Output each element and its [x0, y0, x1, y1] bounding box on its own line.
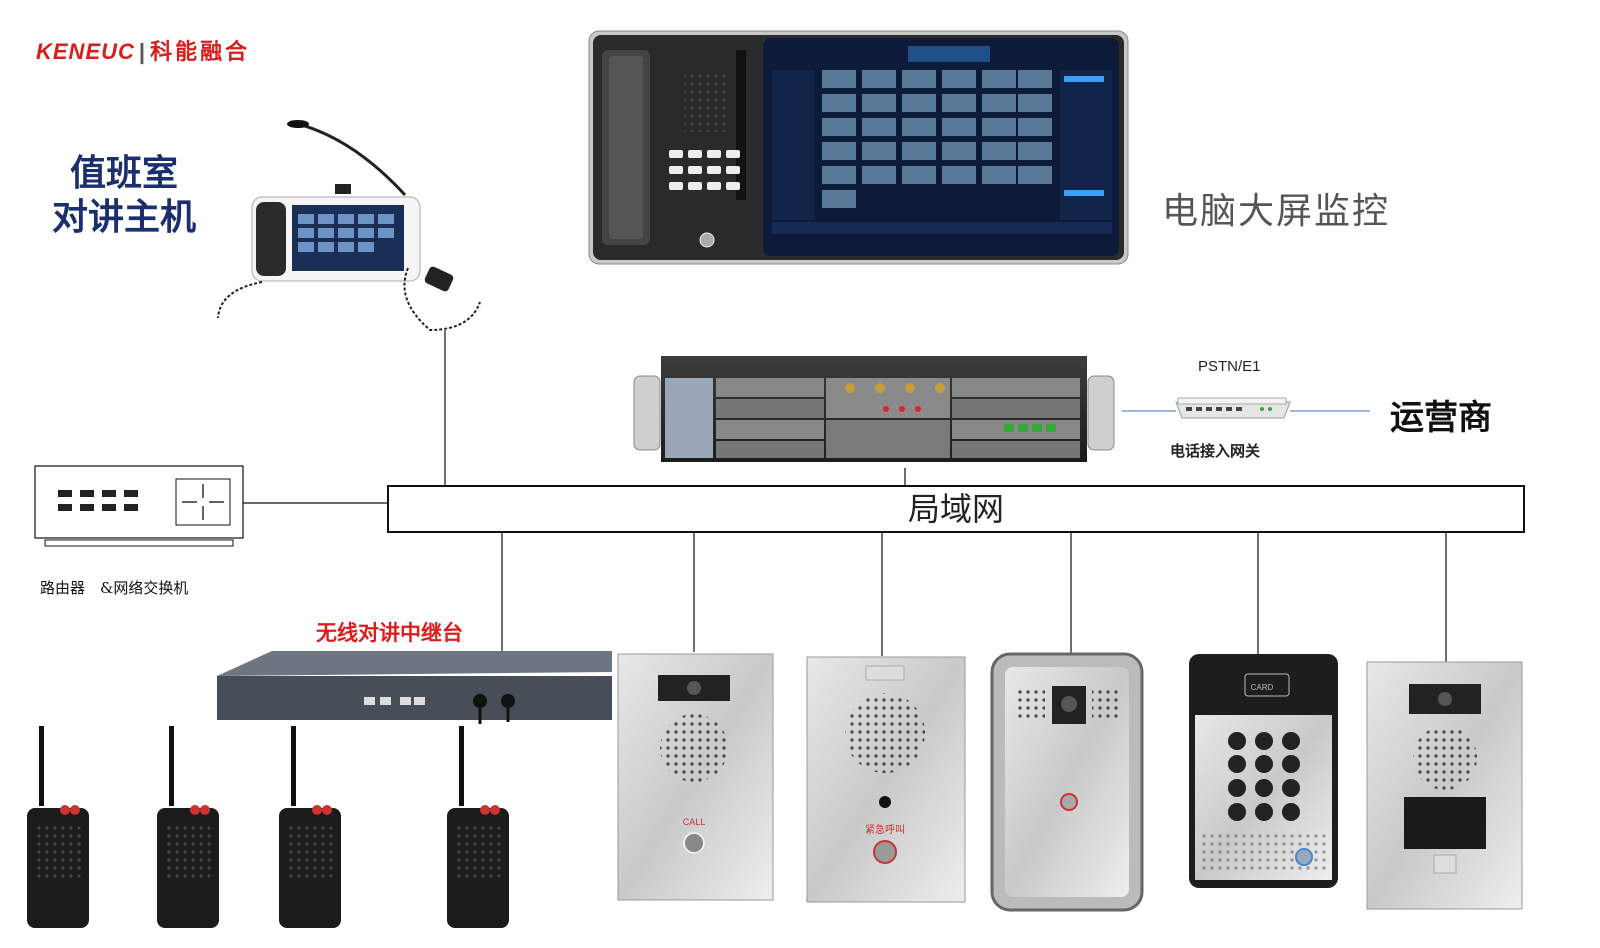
intercom-panel-card-reader: [1366, 661, 1523, 910]
pstn-label: PSTN/E1: [1198, 358, 1261, 375]
monitor-label: 电脑大屏监控: [1162, 191, 1391, 232]
intercom-panel-keypad: CARD: [1189, 654, 1338, 888]
lan-bar: 局域网: [387, 485, 1525, 533]
walkie-talkie-4: [447, 726, 509, 928]
panel2-emergency-text: 紧急呼叫: [865, 823, 905, 836]
panel1-call-text: CALL: [683, 817, 706, 827]
rack-server: [633, 356, 1115, 462]
carrier-label: 运营商: [1390, 398, 1492, 438]
wireless-repeater: [217, 651, 612, 724]
phone-gateway: [1175, 397, 1291, 419]
panel4-card-text: CARD: [1251, 683, 1274, 692]
duty-room-line1: 值班室: [70, 153, 179, 194]
walkie-talkie-3: [279, 726, 341, 928]
router-label: 路由器 &网络交换机: [40, 579, 189, 597]
brand-logo: KENEUC|科能融合: [36, 34, 250, 66]
intercom-console: [217, 120, 481, 332]
walkie-talkie-2: [157, 726, 219, 928]
gateway-label: 电话接入网关: [1170, 442, 1261, 460]
repeater-label: 无线对讲中继台: [316, 621, 463, 645]
duty-room-label: 值班室 对讲主机: [52, 152, 196, 240]
brand-logo-latin: KENEUC: [36, 39, 135, 64]
connection-lines: [243, 330, 1447, 662]
duty-room-line2: 对讲主机: [52, 197, 197, 238]
router-switch: [34, 465, 244, 547]
intercom-panel-call-camera: CALL: [617, 653, 774, 901]
intercom-panel-emergency: 紧急呼叫: [806, 656, 966, 903]
walkie-talkie-1: [27, 726, 89, 928]
intercom-panel-camera-door: [990, 652, 1144, 912]
brand-logo-chinese: 科能融合: [150, 39, 251, 64]
monitor-console: [588, 30, 1129, 265]
logo-separator: |: [138, 39, 147, 64]
